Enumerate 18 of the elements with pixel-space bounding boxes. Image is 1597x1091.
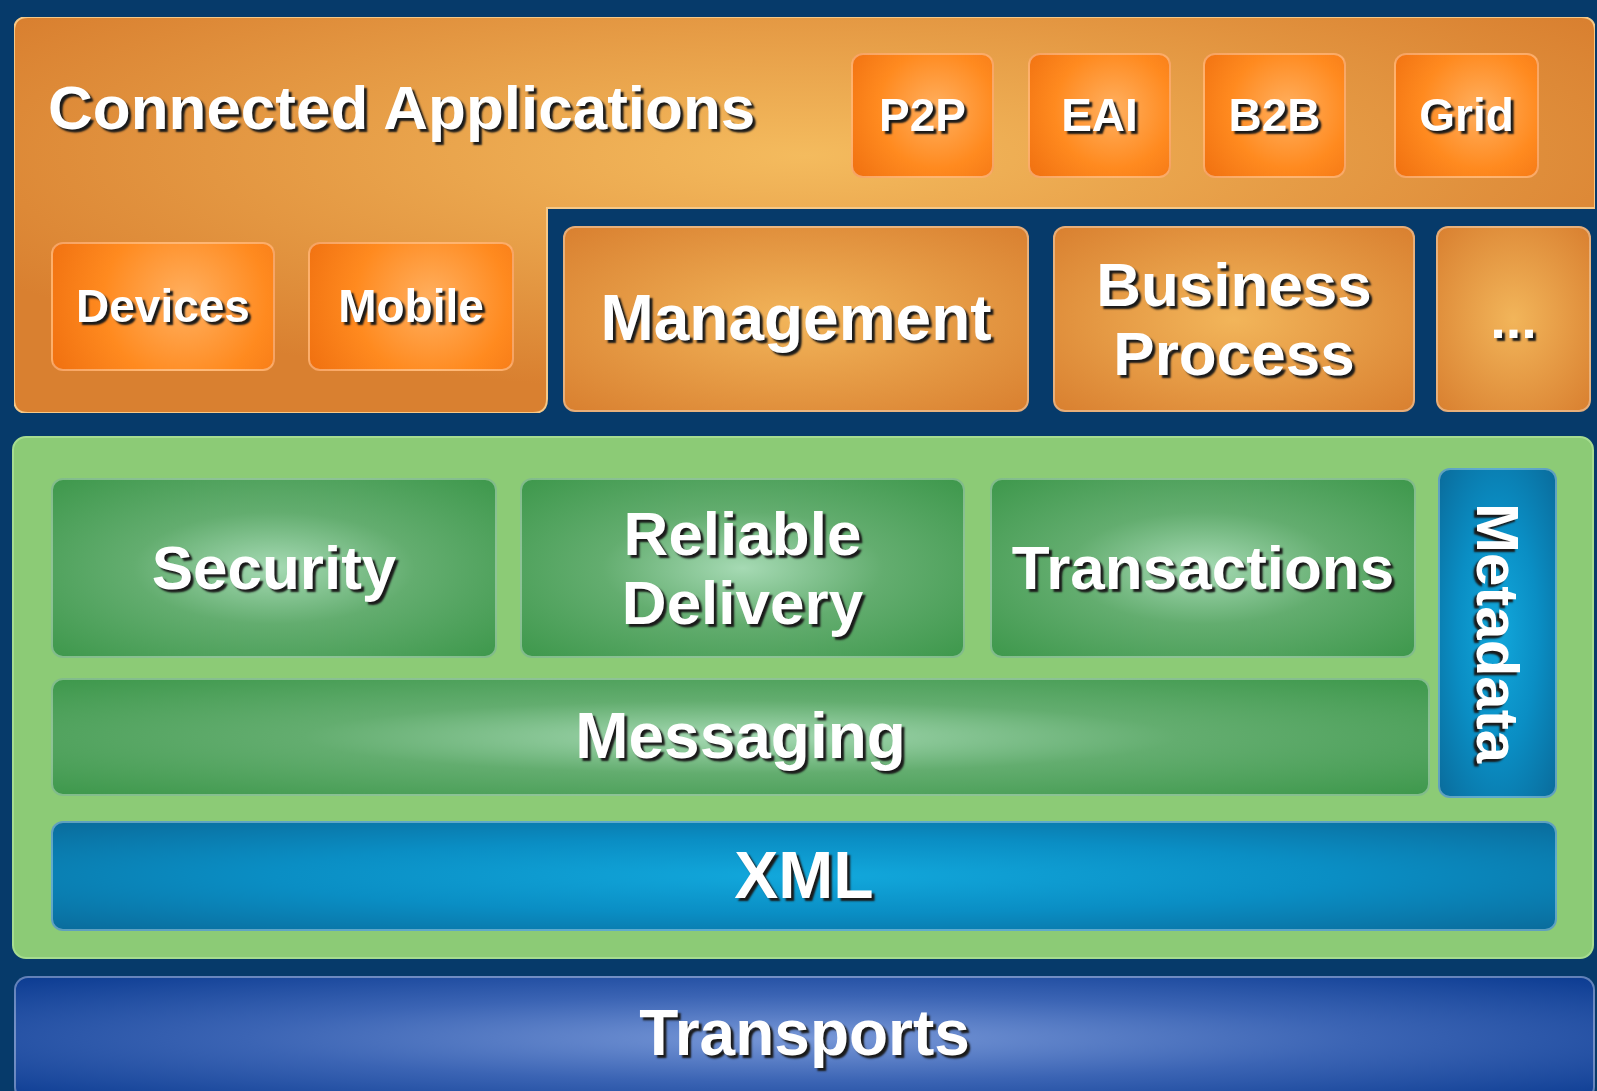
component-box: ... xyxy=(1436,226,1591,412)
component-box: EAI xyxy=(1028,53,1171,178)
component-box: Security xyxy=(51,478,497,658)
component-box: Metadata xyxy=(1438,468,1557,798)
layer-bar: Transports xyxy=(14,976,1595,1091)
layer-title: Connected Applications xyxy=(48,73,756,143)
component-box: XML xyxy=(51,821,1557,931)
component-box: Reliable Delivery xyxy=(520,478,965,658)
component-box: Business Process xyxy=(1053,226,1415,412)
component-box: P2P xyxy=(851,53,994,178)
component-box: Grid xyxy=(1394,53,1539,178)
component-box: Devices xyxy=(51,242,275,371)
component-box: Transactions xyxy=(990,478,1416,658)
component-box: Management xyxy=(563,226,1029,412)
component-box: Mobile xyxy=(308,242,514,371)
component-box: B2B xyxy=(1203,53,1346,178)
layer-panel xyxy=(12,436,1594,959)
component-box: Messaging xyxy=(51,678,1430,796)
